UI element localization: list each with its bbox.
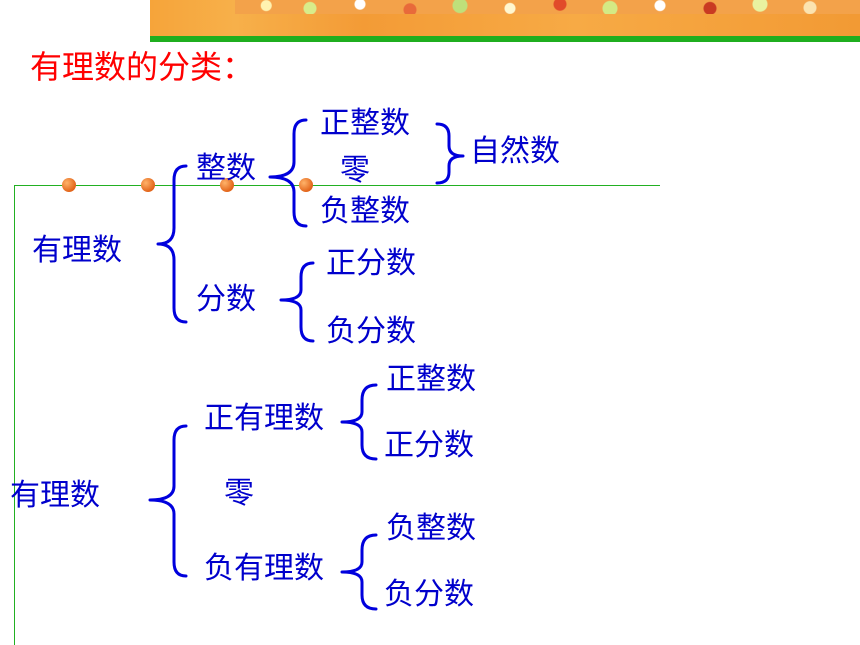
d2-positive-integer-label: 正整数 xyxy=(386,362,476,397)
d2-zero-label: 零 xyxy=(224,476,254,511)
header-banner xyxy=(150,0,860,36)
d1-negative-integer-label: 负整数 xyxy=(320,194,410,229)
d2-root-label: 有理数 xyxy=(10,478,100,513)
brace-rational-2 xyxy=(148,424,188,578)
frame-vertical-line xyxy=(14,185,15,645)
d1-integer-label: 整数 xyxy=(196,151,256,186)
brace-fraction xyxy=(279,261,315,343)
d1-root-label: 有理数 xyxy=(32,233,122,268)
header-green-band xyxy=(150,36,860,42)
d1-zero-label: 零 xyxy=(340,153,370,188)
brace-positive-rational xyxy=(340,383,378,461)
d2-negative-fraction-label: 负分数 xyxy=(384,577,474,612)
brace-natural xyxy=(435,122,465,185)
bullet-dot-3 xyxy=(220,178,234,192)
d1-positive-integer-label: 正整数 xyxy=(320,106,410,141)
d1-negative-fraction-label: 负分数 xyxy=(326,314,416,349)
d2-positive-rational-label: 正有理数 xyxy=(204,401,324,436)
brace-rational-1 xyxy=(156,164,188,324)
d2-positive-fraction-label: 正分数 xyxy=(384,428,474,463)
brace-negative-rational xyxy=(340,533,378,611)
d2-negative-integer-label: 负整数 xyxy=(386,511,476,546)
bullet-dot-1 xyxy=(62,178,76,192)
d1-natural-label: 自然数 xyxy=(470,134,560,169)
brace-integer xyxy=(268,118,308,228)
bullet-dot-4 xyxy=(299,178,313,192)
frame-horizontal-line xyxy=(14,185,660,186)
bullet-dot-2 xyxy=(141,178,155,192)
d2-negative-rational-label: 负有理数 xyxy=(204,551,324,586)
d1-positive-fraction-label: 正分数 xyxy=(326,246,416,281)
flower-pattern xyxy=(235,0,860,14)
d1-fraction-label: 分数 xyxy=(196,282,256,317)
page-title: 有理数的分类： xyxy=(30,48,255,86)
